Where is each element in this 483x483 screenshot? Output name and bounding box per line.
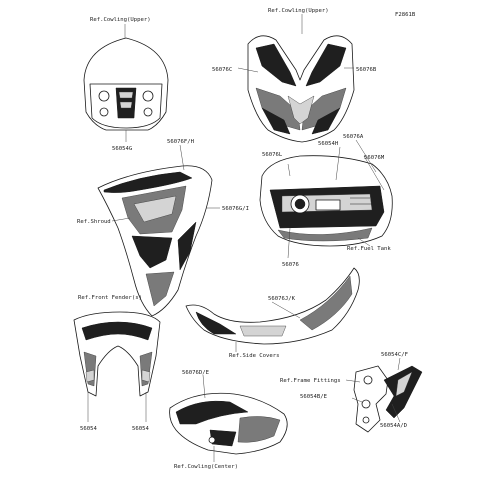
label-ref-cowling-upper-right: Ref.Cowling(Upper) (268, 8, 329, 14)
shroud-part (97, 144, 220, 317)
label-56076de: 56076D/E (182, 370, 210, 376)
label-56076m: 56076M (364, 155, 385, 161)
cowling-upper-part (237, 14, 355, 143)
label-56076jk: 56076J/K (268, 296, 296, 302)
label-ref-fuel-tank: Ref.Fuel Tank (347, 246, 391, 252)
label-56076a: 56076A (343, 134, 364, 140)
label-ref-frame-fittings: Ref.Frame Fittings (280, 378, 341, 384)
cowling-center-part (169, 374, 288, 462)
label-ref-shroud: Ref.Shroud (77, 219, 111, 225)
label-56076b: 56076B (356, 67, 377, 73)
label-56076gi: 56076G/I (222, 206, 249, 212)
label-ref-front-fender: Ref.Front Fender(s) (78, 295, 142, 301)
label-56076c: 56076C (212, 67, 232, 73)
label-56054h: 56054H (318, 141, 338, 147)
label-ref-cowling-upper-left: Ref.Cowling(Upper) (90, 17, 151, 23)
label-56054g: 56054G (112, 146, 133, 152)
fuel-tank-part (259, 139, 393, 259)
label-ref-side-covers: Ref.Side Covers (229, 353, 280, 359)
label-56054be: 56054B/E (300, 394, 328, 400)
frame-fittings-part (345, 357, 423, 433)
label-56076: 56076 (282, 262, 299, 268)
label-ref-cowling-center: Ref.Cowling(Center) (174, 464, 238, 470)
label-56054ad: 56054A/D (380, 423, 408, 429)
side-cover-part (185, 267, 360, 352)
front-fender-part (73, 311, 161, 422)
figure-code: F2861B (395, 12, 416, 18)
label-56076l: 56076L (262, 152, 283, 158)
label-56076fh: 56076F/H (167, 139, 194, 145)
label-56054cf: 56054C/F (381, 352, 409, 358)
windscreen-part (83, 24, 169, 142)
label-56054-right: 56054 (132, 426, 149, 432)
label-56054-left: 56054 (80, 426, 97, 432)
